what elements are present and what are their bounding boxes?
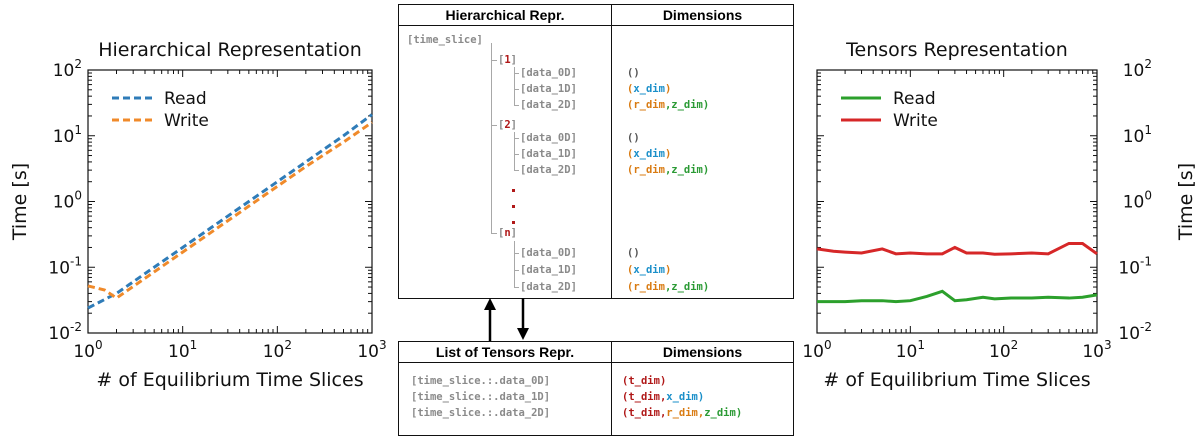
tensors-col-title: List of Tensors Repr. xyxy=(435,344,575,360)
series-line-read xyxy=(817,289,1098,304)
y-tick-label: 102 xyxy=(53,57,82,81)
x-axis-label: # of Equilibrium Time Slices xyxy=(96,369,363,391)
tree-root: [time_slice] xyxy=(407,34,483,46)
plot-frame xyxy=(87,69,373,334)
tensors-dims-col-title: Dimensions xyxy=(662,344,743,360)
tensor-row: [time_slice.:.data_2D] xyxy=(411,407,551,419)
tree-leaf: [data_0D] xyxy=(520,247,577,259)
tree-leaf: [data_1D] xyxy=(520,264,577,276)
series-line-read xyxy=(87,113,373,310)
tensors-repr-table: List of Tensors Repr. Dimensions [time_s… xyxy=(398,341,794,436)
dim-1d: (x_dim) xyxy=(627,148,672,160)
tree-line xyxy=(514,73,519,74)
tree-line xyxy=(514,253,519,254)
x-tick-label: 103 xyxy=(357,338,386,362)
hier-dims-col-title: Dimensions xyxy=(662,7,743,23)
y-axis-label: Time [s] xyxy=(1175,163,1197,241)
tensor-row: [time_slice.:.data_1D] xyxy=(411,391,551,403)
legend-label-write: Write xyxy=(164,111,209,131)
column-divider xyxy=(611,5,612,298)
dim-0d: () xyxy=(627,67,640,79)
tree-line xyxy=(491,233,497,234)
x-axis-label: # of Equilibrium Time Slices xyxy=(823,369,1090,391)
dim-0d: () xyxy=(627,247,640,259)
series-line-write xyxy=(816,241,1098,256)
tree-leaf: [data_0D] xyxy=(520,132,577,144)
y-tick-label: 10-1 xyxy=(48,254,82,278)
x-tick-label: 101 xyxy=(896,338,925,362)
tree-line xyxy=(514,132,515,170)
chart-title: Tensors Representation xyxy=(845,39,1068,61)
y-tick-label: 100 xyxy=(1123,189,1152,213)
tree-line xyxy=(514,170,519,171)
legend-label-write: Write xyxy=(893,111,938,131)
hierarchical-chart: 100 101 102 103 10-2 10-1 100 101 102 Hierarchica… xyxy=(9,39,387,391)
tensor-dim-1d: (t_dim,x_dim) xyxy=(622,391,705,403)
hier-table-header: Hierarchical Repr. Dimensions xyxy=(399,5,793,26)
tree-group-1: [1] xyxy=(498,54,517,66)
tree-group-n: [n] xyxy=(498,227,517,239)
tensor-dim-2d: (t_dim,r_dim,z_dim) xyxy=(622,407,743,419)
tree-leaf: [data_2D] xyxy=(520,164,577,176)
x-tick-label: 101 xyxy=(168,338,197,362)
ellipsis-dot xyxy=(512,221,515,224)
y-tick-label: 10-2 xyxy=(48,320,82,344)
tensor-dim-0d: (t_dim) xyxy=(622,375,667,387)
tree-group-2: [2] xyxy=(498,119,517,131)
column-divider xyxy=(611,342,612,435)
tree-leaf: [data_0D] xyxy=(520,67,577,79)
tree-line xyxy=(514,241,515,287)
arrow-up-head xyxy=(484,298,496,310)
tree-line xyxy=(491,60,497,61)
tree-line xyxy=(514,67,515,105)
series-line-write xyxy=(87,121,373,300)
tensors-chart: 100 101 102 103 10-2 10-1 100 101 102 Tensors Rep… xyxy=(802,39,1197,391)
tree-leaf: [data_2D] xyxy=(520,99,577,111)
dim-2d: (r_dim,z_dim) xyxy=(627,164,710,176)
dim-2d: (r_dim,z_dim) xyxy=(627,99,710,111)
x-tick-label: 100 xyxy=(73,338,102,362)
y-tick-label: 100 xyxy=(53,189,82,213)
ellipsis-dot xyxy=(512,205,515,208)
tree-line xyxy=(514,270,519,271)
plot-frame xyxy=(816,69,1098,334)
arrow-down-head xyxy=(517,328,529,340)
tree-leaf: [data_1D] xyxy=(520,83,577,95)
y-tick-label: 10-1 xyxy=(1118,254,1152,278)
ellipsis-dot xyxy=(512,189,515,192)
tree-line xyxy=(491,125,497,126)
y-tick-label: 101 xyxy=(1123,123,1152,147)
tree-line xyxy=(514,89,519,90)
hierarchical-repr-table: Hierarchical Repr. Dimensions [time_slic… xyxy=(398,4,794,299)
tree-leaf: [data_1D] xyxy=(520,148,577,160)
x-tick-label: 100 xyxy=(802,338,831,362)
dim-0d: () xyxy=(627,132,640,144)
tree-line xyxy=(514,287,519,288)
tree-line xyxy=(514,154,519,155)
x-tick-label: 103 xyxy=(1082,338,1111,362)
tensors-table-header: List of Tensors Repr. Dimensions xyxy=(399,342,793,363)
y-tick-label: 101 xyxy=(53,123,82,147)
dim-1d: (x_dim) xyxy=(627,83,672,95)
legend-label-read: Read xyxy=(893,89,936,109)
tree-line xyxy=(514,105,519,106)
legend-label-read: Read xyxy=(164,89,207,109)
dim-2d: (r_dim,z_dim) xyxy=(627,281,710,293)
y-axis-label: Time [s] xyxy=(9,163,31,241)
dim-1d: (x_dim) xyxy=(627,264,672,276)
chart-title: Hierarchical Representation xyxy=(98,39,362,61)
y-tick-label: 102 xyxy=(1123,57,1152,81)
tree-leaf: [data_2D] xyxy=(520,281,577,293)
x-tick-label: 102 xyxy=(263,338,292,362)
y-tick-label: 10-2 xyxy=(1118,320,1152,344)
hier-col-title: Hierarchical Repr. xyxy=(445,7,565,23)
tree-line xyxy=(491,43,492,233)
conversion-arrows xyxy=(484,298,529,342)
x-tick-label: 102 xyxy=(989,338,1018,362)
tensor-row: [time_slice.:.data_0D] xyxy=(411,375,551,387)
tree-line xyxy=(514,138,519,139)
